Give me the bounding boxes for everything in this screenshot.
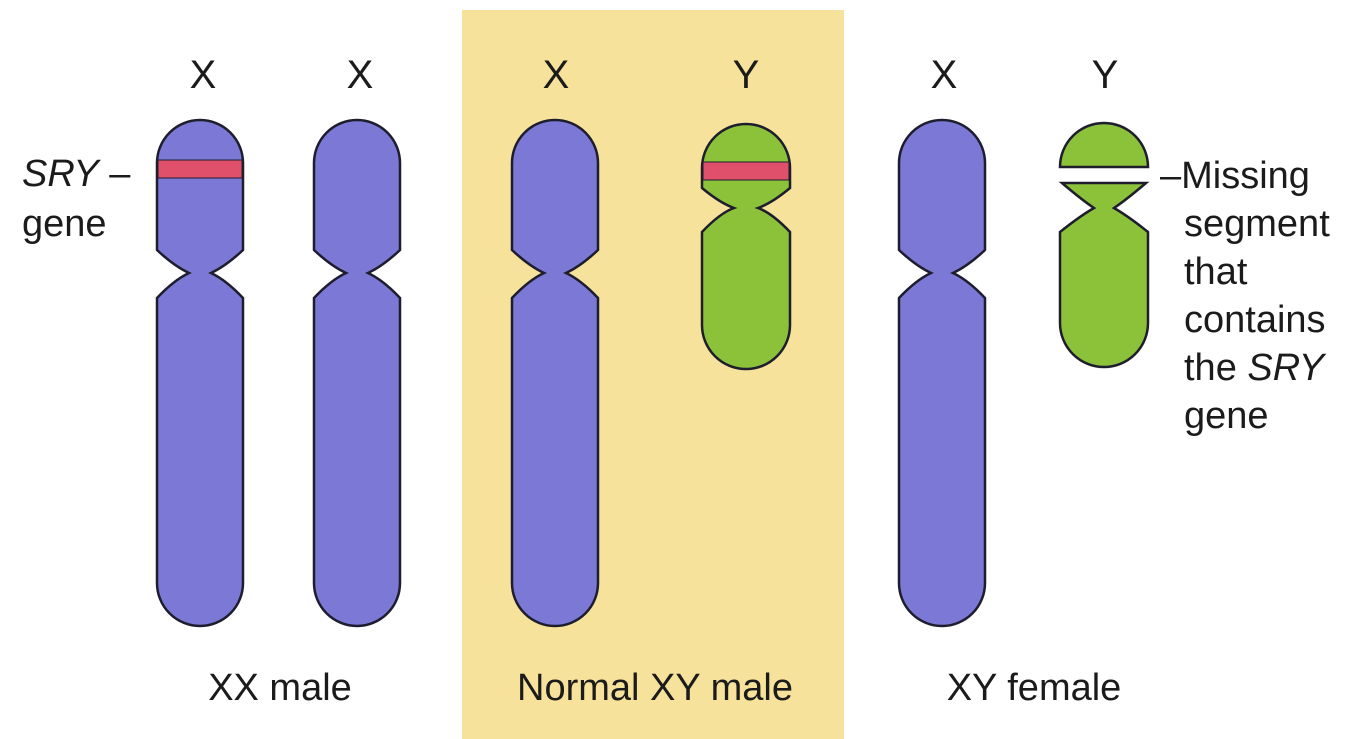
svg-text:–Missing: –Missing [1160, 155, 1310, 197]
x-chromosome [314, 120, 400, 626]
x-chromosome-with-sry [157, 120, 243, 626]
chromosome-label-xx-1: X [190, 53, 217, 97]
chromosome-label-female-y: Y [1092, 53, 1119, 97]
chromosome-label-xy-x: X [543, 53, 570, 97]
svg-text:gene: gene [1184, 395, 1269, 437]
sry-gene-band [158, 160, 242, 178]
svg-text:segment: segment [1184, 203, 1330, 245]
chromosome-label-xx-2: X [347, 53, 374, 97]
caption-normal-xy-male: Normal XY male [517, 667, 793, 709]
chromosome-label-xy-y: Y [733, 53, 760, 97]
x-chromosome [899, 120, 985, 626]
x-chromosome [512, 120, 598, 626]
missing-segment-label: –Missing segment that contains the SRY g… [1160, 155, 1330, 437]
sry-gene-label-line2: gene [22, 203, 107, 245]
y-chromosome-with-sry [702, 124, 790, 369]
svg-text:the SRY: the SRY [1184, 347, 1327, 389]
sry-gene-label: SRY – [22, 153, 131, 195]
caption-xy-female: XY female [947, 667, 1122, 709]
svg-text:that: that [1184, 251, 1248, 293]
sry-gene-band [703, 162, 789, 180]
svg-text:contains: contains [1184, 299, 1326, 341]
y-chromosome-missing-segment [1060, 123, 1148, 367]
chromosome-label-female-x: X [931, 53, 958, 97]
caption-xx-male: XX male [208, 667, 352, 709]
